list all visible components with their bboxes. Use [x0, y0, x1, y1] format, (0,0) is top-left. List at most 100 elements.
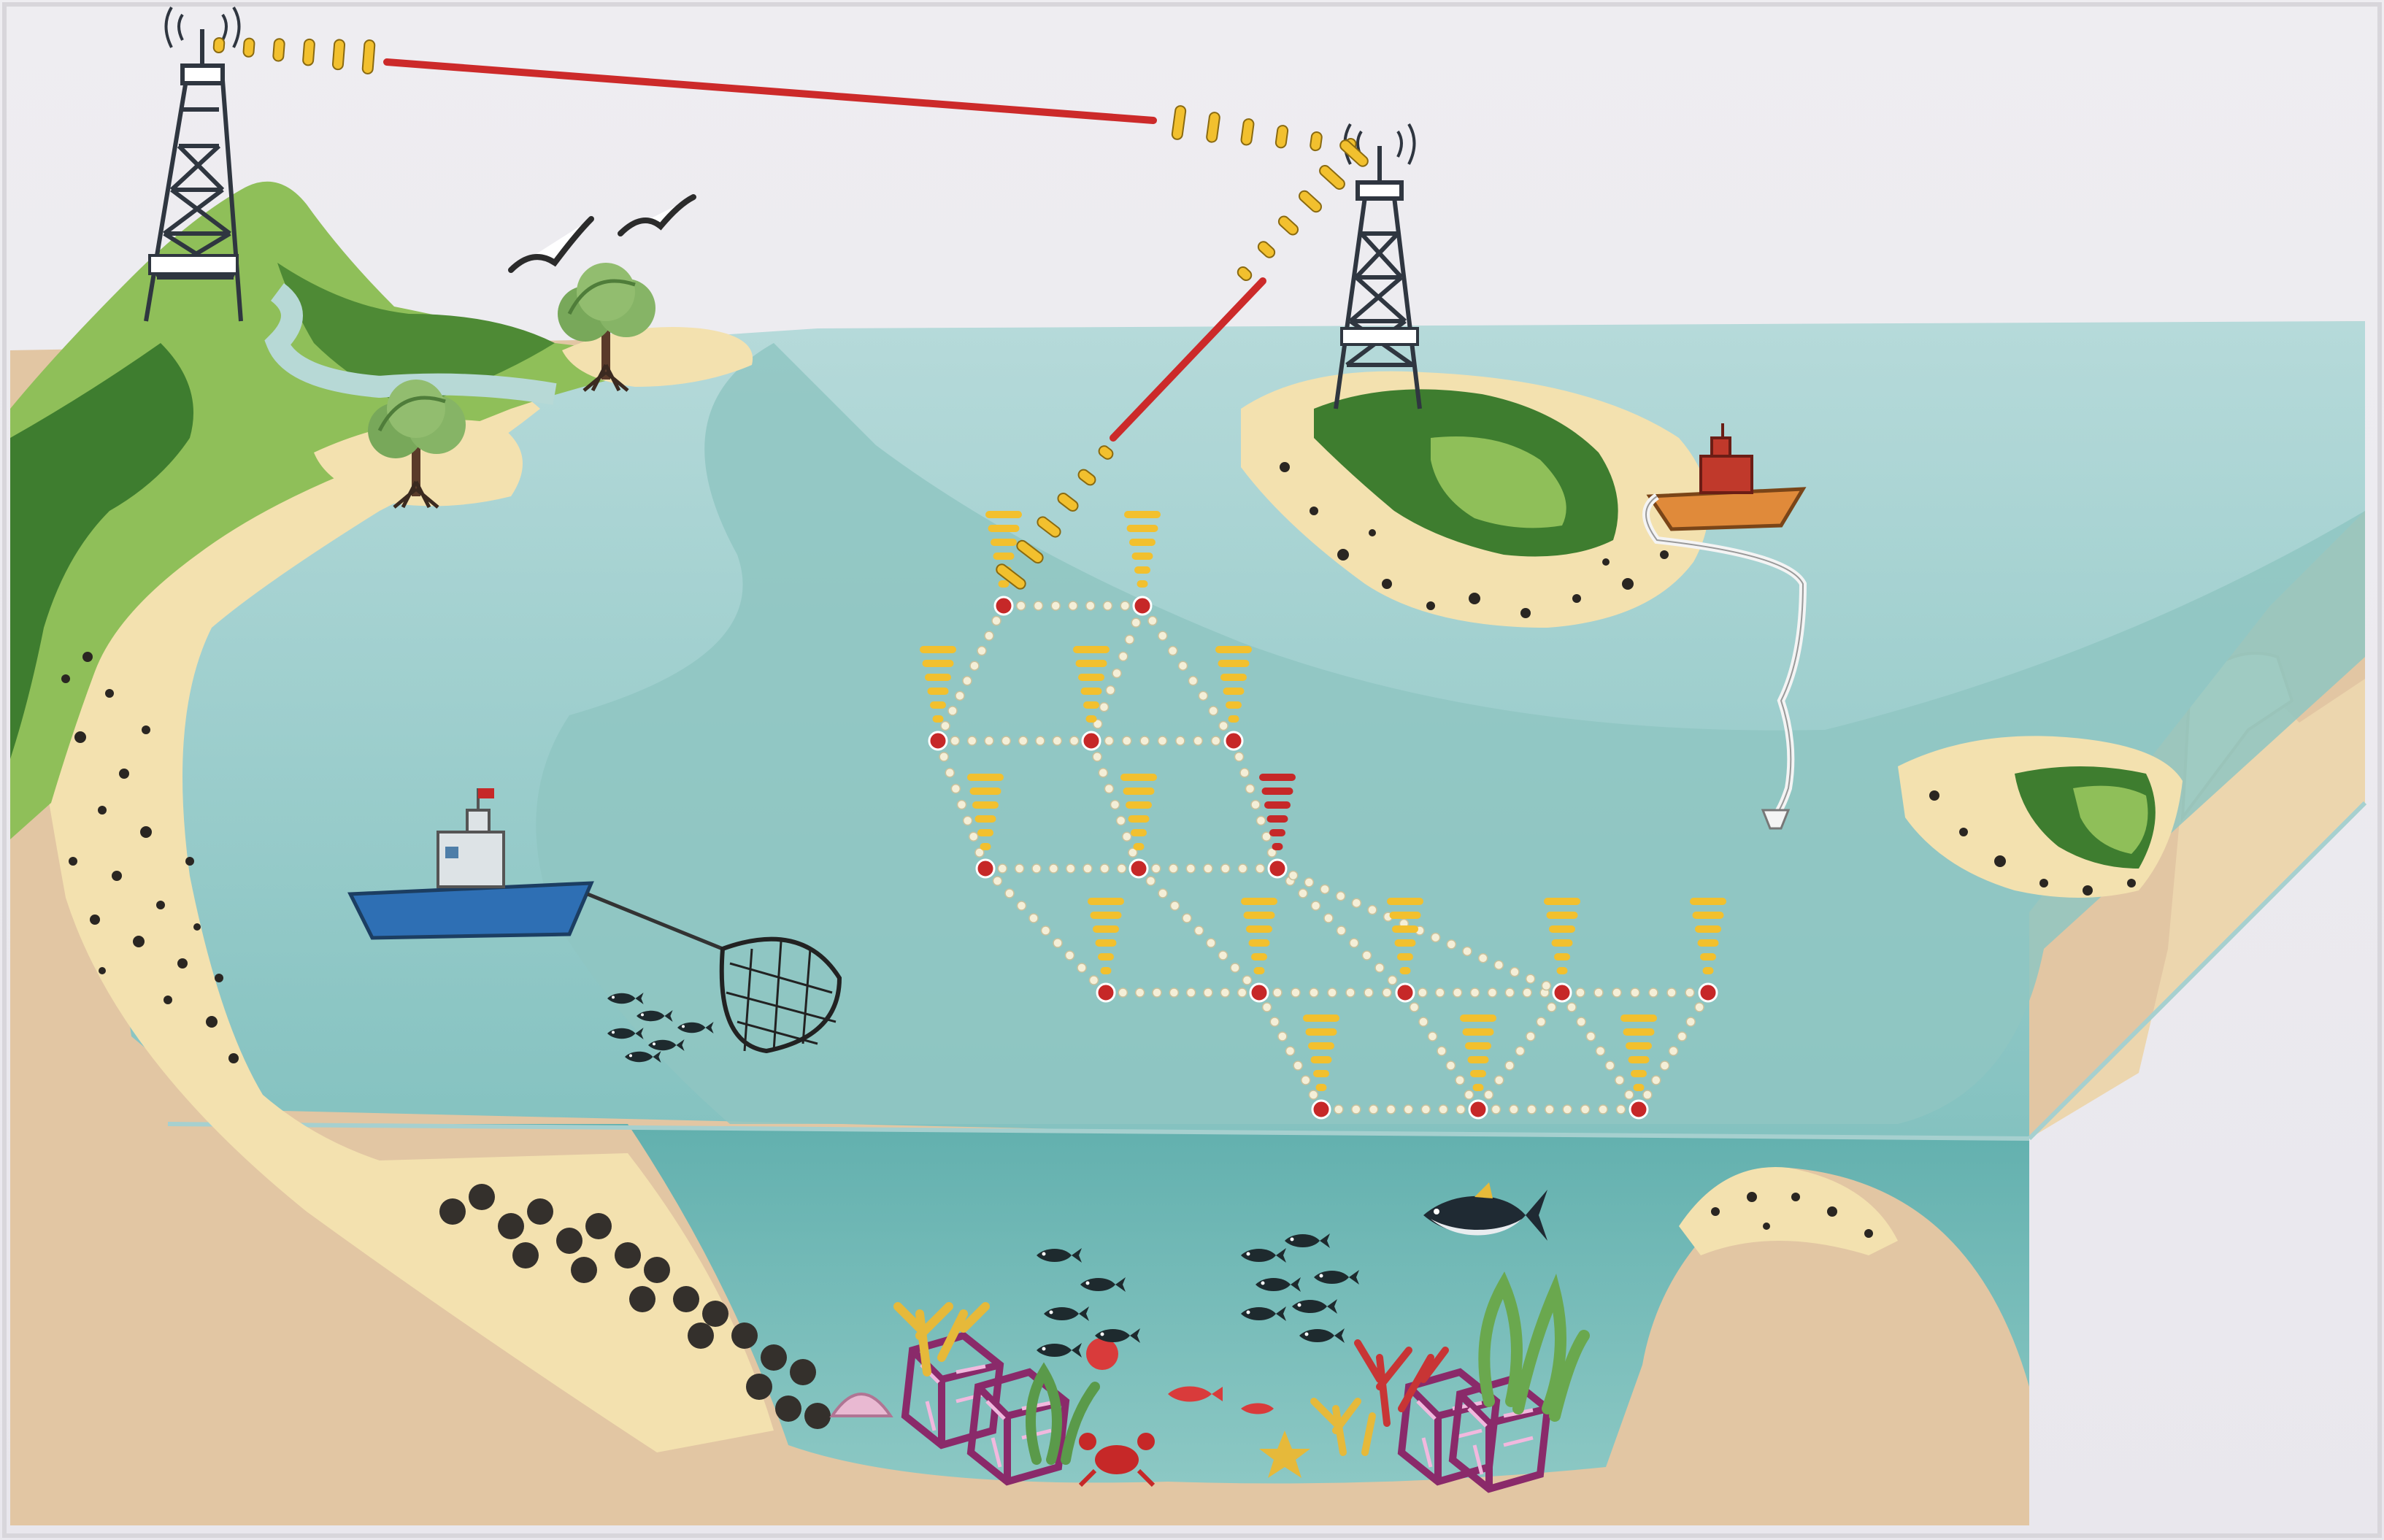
grid-link-dot [1158, 631, 1168, 641]
grid-link-dot [1218, 950, 1228, 960]
grid-link-dot [1077, 963, 1087, 973]
grid-link-dot [1182, 913, 1192, 923]
sensor-signal-bar [1259, 774, 1296, 781]
grid-link-dot [1595, 1046, 1606, 1056]
grid-link-dot [1118, 987, 1128, 998]
sensor-signal-bar [1628, 1056, 1650, 1063]
sensor-signal-bar [1387, 898, 1423, 905]
grid-link-dot [1483, 1090, 1494, 1100]
grid-link-dot [1651, 1075, 1661, 1085]
grid-link-dot [1203, 863, 1213, 874]
grid-link-dot [1304, 877, 1315, 888]
grid-link-dot [1525, 974, 1536, 984]
sensor-signal-bar [1462, 1028, 1494, 1036]
grid-link-dot [1409, 1002, 1420, 1012]
seabed-mound-rocks [1711, 1192, 1873, 1238]
sensor-signal-bar [985, 511, 1022, 518]
sensor-signal-bar [1692, 912, 1724, 919]
grid-link-dot [1115, 815, 1126, 826]
grid-link-dot [1445, 1060, 1456, 1071]
grid-link-dot [1068, 601, 1078, 611]
grid-link-dot [1116, 863, 1127, 874]
sensor-signal-bar [1554, 953, 1570, 960]
sensor-signal-bar [1269, 829, 1285, 836]
grid-link-dot [1509, 1104, 1519, 1114]
grid-link-dot [1575, 987, 1585, 998]
sensor-signal-bar [1131, 829, 1147, 836]
grid-link-dot [1169, 901, 1180, 911]
grid-link-dot [950, 736, 961, 746]
signal-arc [1257, 241, 1276, 258]
grid-link-dot [1504, 987, 1515, 998]
seabird-2 [618, 194, 696, 236]
green-hill-shadow [10, 343, 193, 759]
grid-link-dot [1064, 950, 1075, 960]
signal-arc [1277, 215, 1299, 236]
grid-link-dot [1261, 1002, 1272, 1012]
sensor-signal-bar [1626, 1042, 1652, 1050]
grid-link-dot [962, 815, 973, 826]
sensor-signal-bar [1085, 715, 1097, 723]
sensor-signal-bar [993, 553, 1015, 560]
signal-arc [1299, 190, 1322, 213]
grid-link-dot [945, 768, 955, 778]
grid-link-dot [1522, 987, 1532, 998]
sensor-node [1081, 731, 1101, 751]
grid-link-dot [1004, 888, 1015, 898]
sensor-signal-bar [1620, 1015, 1657, 1022]
sensor-signal-bar [1460, 1015, 1496, 1022]
grid-link-dot [991, 615, 1001, 626]
grid-link-dot [1218, 720, 1228, 731]
signal-arc [272, 38, 285, 62]
grid-link-dot [1668, 1046, 1679, 1056]
grid-link-dot [1124, 634, 1135, 644]
signal-arc [1016, 539, 1044, 564]
grid-link-dot [1052, 736, 1063, 746]
signal-arc [1274, 125, 1289, 149]
sensor-signal-bar [1305, 1028, 1337, 1036]
grid-link-dot [974, 847, 985, 858]
sensor-node [975, 858, 996, 879]
grid-link-dot [969, 831, 979, 842]
grid-link-dot [1099, 702, 1110, 712]
seashell [829, 1393, 893, 1417]
grid-link-dot [1001, 736, 1012, 746]
grid-link-dot [1102, 601, 1113, 611]
grid-link-dot [1630, 987, 1640, 998]
signal-waves [212, 37, 1369, 590]
sensor-signal-bar [1690, 898, 1726, 905]
sensor-node [1468, 1099, 1488, 1120]
grid-link-dot [1562, 1104, 1572, 1114]
grid-link-dot [1261, 831, 1272, 842]
sensor-signal-bar [1133, 843, 1145, 850]
grid-link-dot [1624, 1090, 1634, 1100]
grid-link-dot [1118, 651, 1128, 662]
grid-link-dot [1152, 987, 1162, 998]
grid-link-dot [947, 706, 958, 716]
sensor-signal-bar [1243, 912, 1275, 919]
sensor-signal-bar [1220, 674, 1247, 681]
sensor-signal-bar [1129, 539, 1156, 546]
grid-link-dot [1298, 888, 1308, 898]
grid-link-dot [1083, 863, 1093, 874]
grid-link-dot [1104, 783, 1115, 794]
grid-link-dot [1374, 963, 1385, 973]
sensor-node [1311, 1099, 1331, 1120]
grid-link-dot [1368, 1104, 1379, 1114]
grid-link-dot [1427, 1031, 1438, 1042]
grid-link-dot [1177, 661, 1188, 671]
sensor-node [1223, 731, 1244, 751]
shore-radio-tower [144, 6, 243, 322]
sensor-signal-bar [1556, 967, 1568, 974]
grid-link-dot [1104, 736, 1115, 746]
grid-link-dot [1345, 987, 1356, 998]
grid-link-dot [1193, 736, 1203, 746]
sensor-signal-bar [1697, 939, 1719, 947]
signal-arc [1098, 445, 1114, 460]
grid-link-dot [1175, 736, 1185, 746]
sensor-signal-bar [1623, 1028, 1655, 1036]
grid-link-dot [1188, 676, 1199, 686]
sensor-signal-bar [1546, 912, 1578, 919]
seabed-mound [1679, 1167, 1898, 1255]
grid-link-dot [1437, 1046, 1447, 1056]
